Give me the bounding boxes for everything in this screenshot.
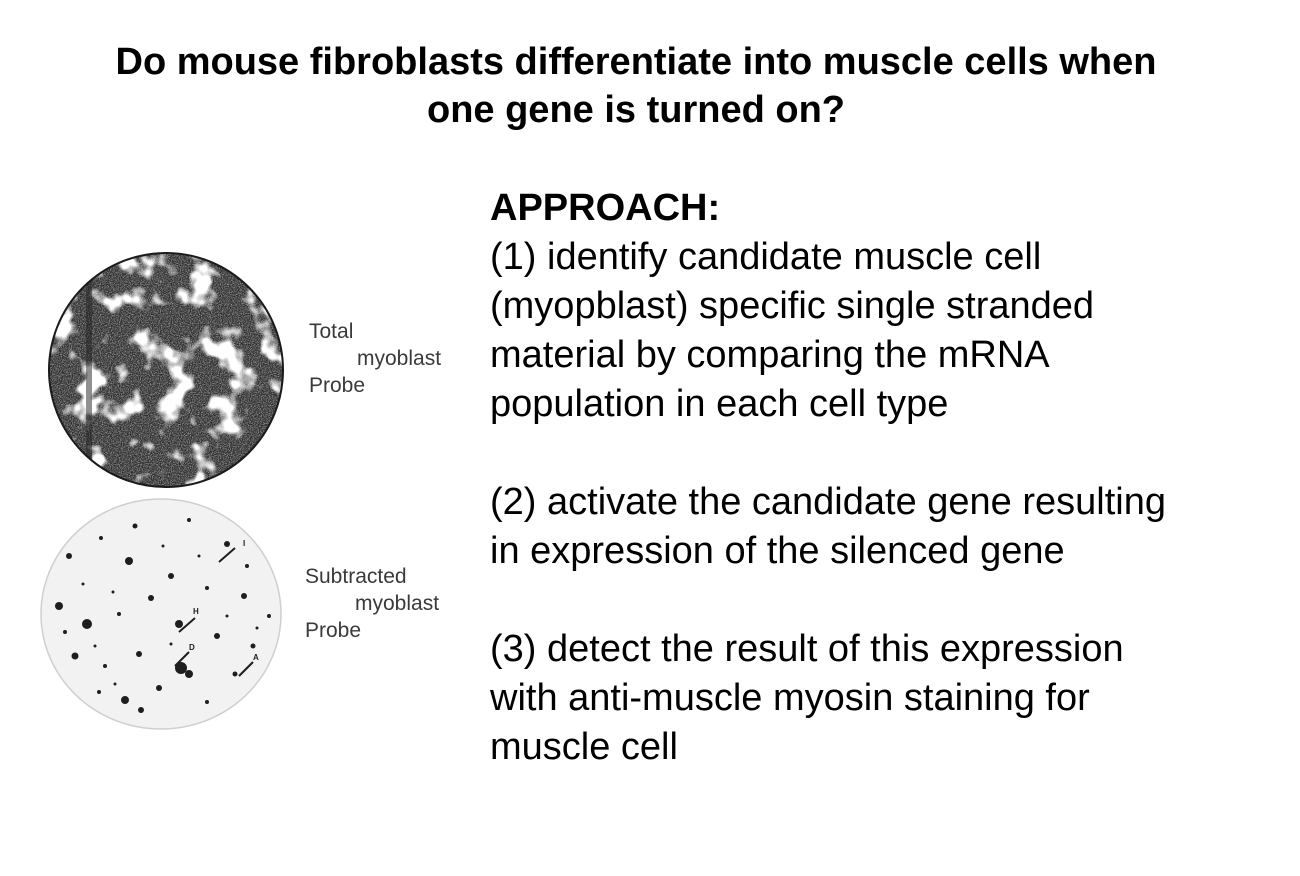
- approach-section: APPROACH: (1) identify candidate muscle …: [490, 184, 1290, 772]
- marker-label-i: I: [243, 539, 245, 548]
- marker-label-h: H: [193, 607, 199, 616]
- subtracted-probe-plate-image: I H D A: [40, 498, 282, 730]
- marker-label-a: A: [253, 653, 259, 662]
- slide-title: Do mouse fibroblasts differentiate into …: [0, 38, 1272, 134]
- approach-step-3: (3) detect the result of this expression…: [490, 628, 1124, 768]
- title-line-1: Do mouse fibroblasts differentiate into …: [115, 41, 1157, 83]
- approach-step-2: (2) activate the candidate gene resultin…: [490, 481, 1166, 572]
- title-line-2: one gene is turned on?: [426, 89, 846, 131]
- total-probe-label: Total myoblast Probe: [309, 318, 441, 399]
- total-probe-label-line3: Probe: [309, 374, 366, 397]
- subtracted-probe-label-line1: Subtracted: [305, 565, 407, 588]
- total-probe-label-line1: Total: [309, 320, 354, 343]
- marker-label-d: D: [189, 643, 195, 652]
- approach-heading: APPROACH:: [490, 187, 721, 229]
- hybridization-figure: Total myoblast Probe: [22, 246, 462, 746]
- approach-step-1: (1) identify candidate muscle cell (myop…: [490, 236, 1095, 425]
- subtracted-probe-label-line2: myoblast: [355, 592, 440, 615]
- subtracted-probe-label-line3: Probe: [305, 619, 362, 642]
- subtracted-probe-label: Subtracted myoblast Probe: [305, 563, 439, 644]
- total-probe-plate-image: [48, 252, 284, 488]
- total-probe-label-line2: myoblast: [357, 347, 442, 370]
